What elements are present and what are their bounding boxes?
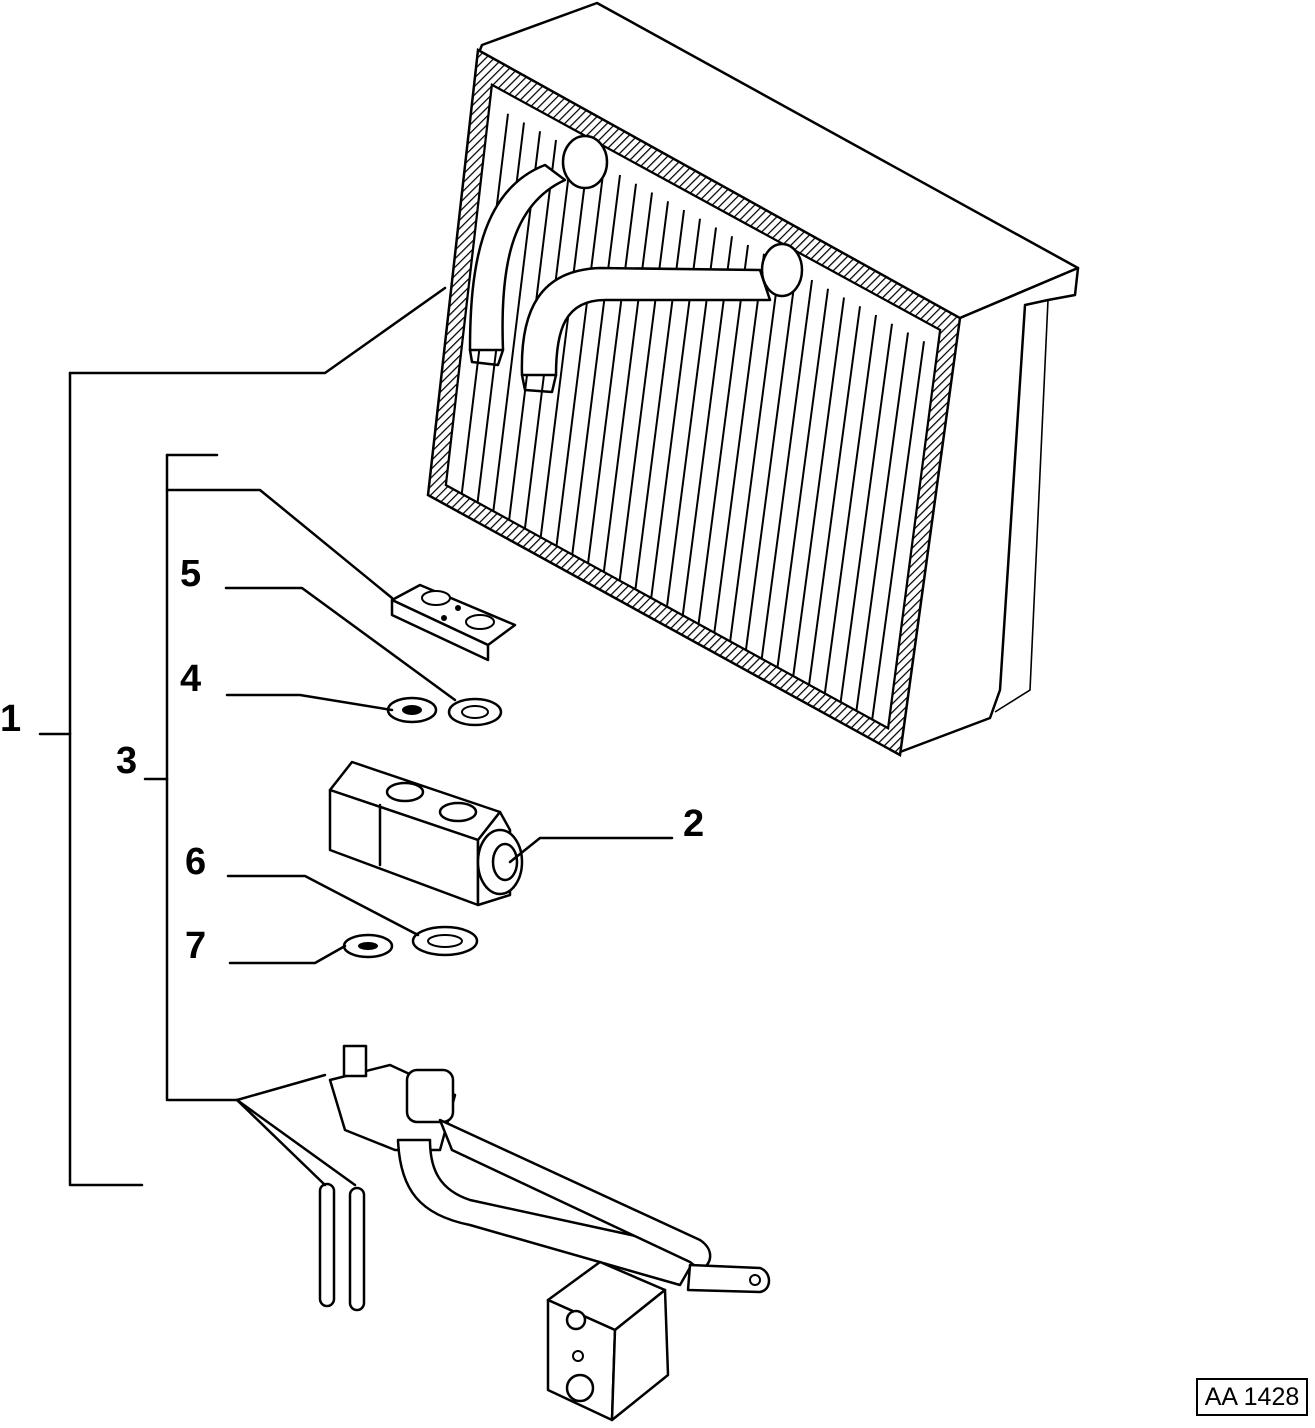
fin-line [871,341,925,720]
fin-line [792,297,845,677]
callout-3: 3 [116,740,138,782]
callout-7: 7 [185,925,207,967]
callout-6: 6 [185,841,207,883]
pin-left [318,1182,336,1308]
fin-line [555,166,605,546]
callout-5: 5 [180,553,202,595]
fin-line [618,201,669,581]
leader-lines [38,286,674,1187]
callout-1: 1 [0,698,22,740]
pipe-assembly [318,1044,771,1422]
expansion-valve [328,760,524,907]
callout-4: 4 [180,658,202,700]
fin-line [539,157,589,538]
fin-line [713,253,765,633]
reference-code: AA 1428 [1196,1378,1308,1416]
callout-2: 2 [683,803,705,845]
fin-line [587,183,637,564]
fin-line [760,279,813,659]
retaining-bracket [390,583,517,662]
fin-line [744,271,797,651]
evaporator-fins [460,113,925,720]
fin-line [808,306,861,685]
fin-line [776,288,829,668]
pin-right [348,1186,366,1312]
fin-line [729,262,781,642]
fin-line [571,174,621,555]
fin-line [823,314,877,694]
evaporator-core [426,1,1080,757]
fin-line [855,332,909,711]
fin-line [697,244,749,624]
fin-line [839,323,893,703]
fin-line [602,192,653,572]
